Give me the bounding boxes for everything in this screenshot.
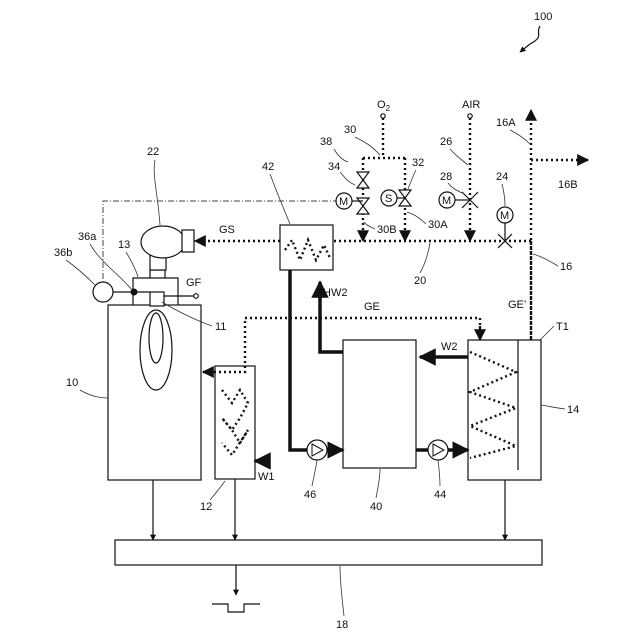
label-16A: 16A — [496, 117, 516, 129]
label-w2: W2 — [441, 341, 458, 353]
label-air: AIR — [462, 99, 480, 111]
label-14: 14 — [567, 404, 579, 416]
label-11: 11 — [215, 321, 226, 333]
leader-44 — [438, 460, 440, 486]
label-12: 12 — [200, 501, 212, 513]
figure-number: 100 — [534, 11, 552, 23]
label-w1: W1 — [258, 471, 275, 483]
heat-exchanger-12 — [215, 366, 255, 479]
leader-20 — [420, 243, 430, 273]
label-44: 44 — [434, 489, 446, 501]
burner-neck — [150, 270, 165, 278]
leader-28 — [448, 183, 462, 193]
label-22: 22 — [147, 146, 159, 158]
label-gf: GF — [186, 277, 202, 289]
leader-t1 — [540, 326, 554, 340]
motor-24-icon: M — [500, 210, 509, 222]
label-16B: 16B — [558, 179, 578, 191]
label-24: 24 — [496, 171, 508, 183]
figure-number-arrow — [520, 26, 540, 52]
label-34: 34 — [328, 161, 340, 173]
label-42: 42 — [262, 161, 274, 173]
tank-10 — [108, 305, 201, 480]
solenoid-32-icon: S — [385, 193, 392, 205]
label-26: 26 — [440, 136, 452, 148]
leader-40 — [376, 469, 380, 498]
leader-30B — [364, 222, 375, 229]
leader-16A — [510, 130, 530, 144]
label-38: 38 — [320, 136, 332, 148]
leader-10 — [80, 390, 108, 398]
label-32: 32 — [412, 157, 424, 169]
o2-terminal — [381, 114, 385, 118]
tank-14 — [468, 340, 541, 480]
leader-26 — [450, 149, 468, 165]
air-terminal — [468, 114, 472, 118]
label-46: 46 — [304, 489, 316, 501]
leader-24 — [502, 184, 505, 206]
label-ge-prime: GE’ — [508, 299, 526, 311]
label-hw2: HW2 — [323, 287, 347, 299]
drain-18 — [115, 540, 542, 565]
leader-32 — [408, 170, 416, 189]
hw2-feed-line — [290, 270, 307, 450]
valve-34[interactable] — [357, 172, 369, 188]
ground-symbol — [212, 604, 260, 612]
motor-28-icon: M — [442, 195, 451, 207]
blower-22-motor — [182, 230, 194, 252]
label-36b: 36b — [54, 247, 72, 259]
leader-36b — [66, 260, 95, 285]
label-40: 40 — [370, 501, 382, 513]
leader-34 — [340, 172, 355, 185]
label-36a: 36a — [78, 231, 97, 243]
label-o2: O2 — [377, 99, 391, 113]
blower-22 — [141, 226, 185, 258]
unit-40 — [343, 340, 416, 468]
leader-16 — [533, 254, 558, 266]
leader-18 — [340, 566, 344, 616]
label-gs: GS — [219, 224, 235, 236]
gf-terminal — [194, 294, 199, 299]
label-10: 10 — [66, 377, 78, 389]
label-16: 16 — [560, 261, 572, 273]
motor-34-icon: M — [339, 196, 348, 208]
label-30A: 30A — [428, 219, 448, 231]
label-t1: T1 — [556, 321, 569, 333]
label-18: 18 — [336, 619, 348, 631]
leader-12 — [210, 481, 225, 500]
sensor-36b — [93, 282, 113, 302]
leader-30A — [407, 212, 426, 224]
leader-42 — [270, 174, 290, 224]
leader-46 — [312, 460, 317, 486]
burner-nozzle — [150, 292, 164, 306]
leader-30 — [355, 137, 380, 155]
label-13: 13 — [118, 239, 130, 251]
label-20: 20 — [414, 275, 426, 287]
label-30: 30 — [344, 124, 356, 136]
leader-13 — [126, 252, 138, 277]
label-30B: 30B — [377, 224, 397, 236]
leader-22 — [154, 160, 160, 225]
label-28: 28 — [440, 171, 452, 183]
leader-14 — [541, 405, 565, 409]
label-ge: GE — [364, 301, 380, 313]
